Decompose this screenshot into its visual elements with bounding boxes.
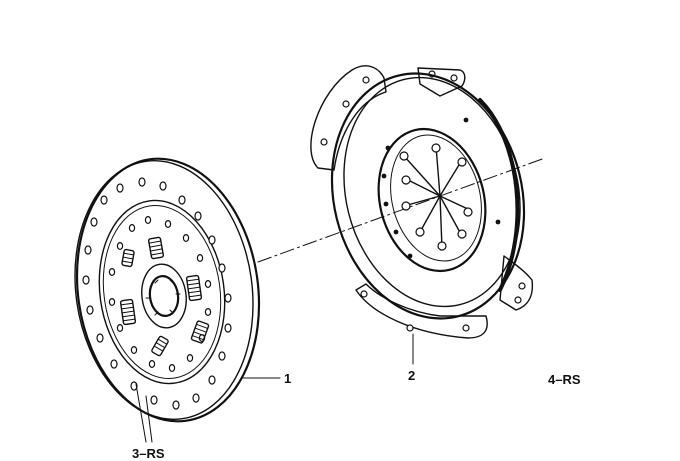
damper-springs	[119, 236, 210, 357]
clutch-disc-icon	[74, 157, 261, 423]
pressure-plate-icon	[310, 65, 534, 339]
leader-line-3b	[145, 395, 153, 443]
callout-part-4: 4–RS	[548, 372, 581, 387]
cover-holes	[381, 117, 501, 259]
center-axis-line	[257, 157, 546, 263]
outer-rivet-holes	[82, 177, 232, 410]
leader-line-3a	[135, 383, 147, 443]
diaphragm-fingers	[399, 143, 473, 251]
callout-part-3: 3–RS	[132, 446, 165, 461]
callout-part-2: 2	[408, 368, 415, 383]
callout-part-1: 1	[284, 371, 291, 386]
inner-rivet-holes	[108, 216, 212, 373]
splined-hub	[141, 263, 187, 329]
